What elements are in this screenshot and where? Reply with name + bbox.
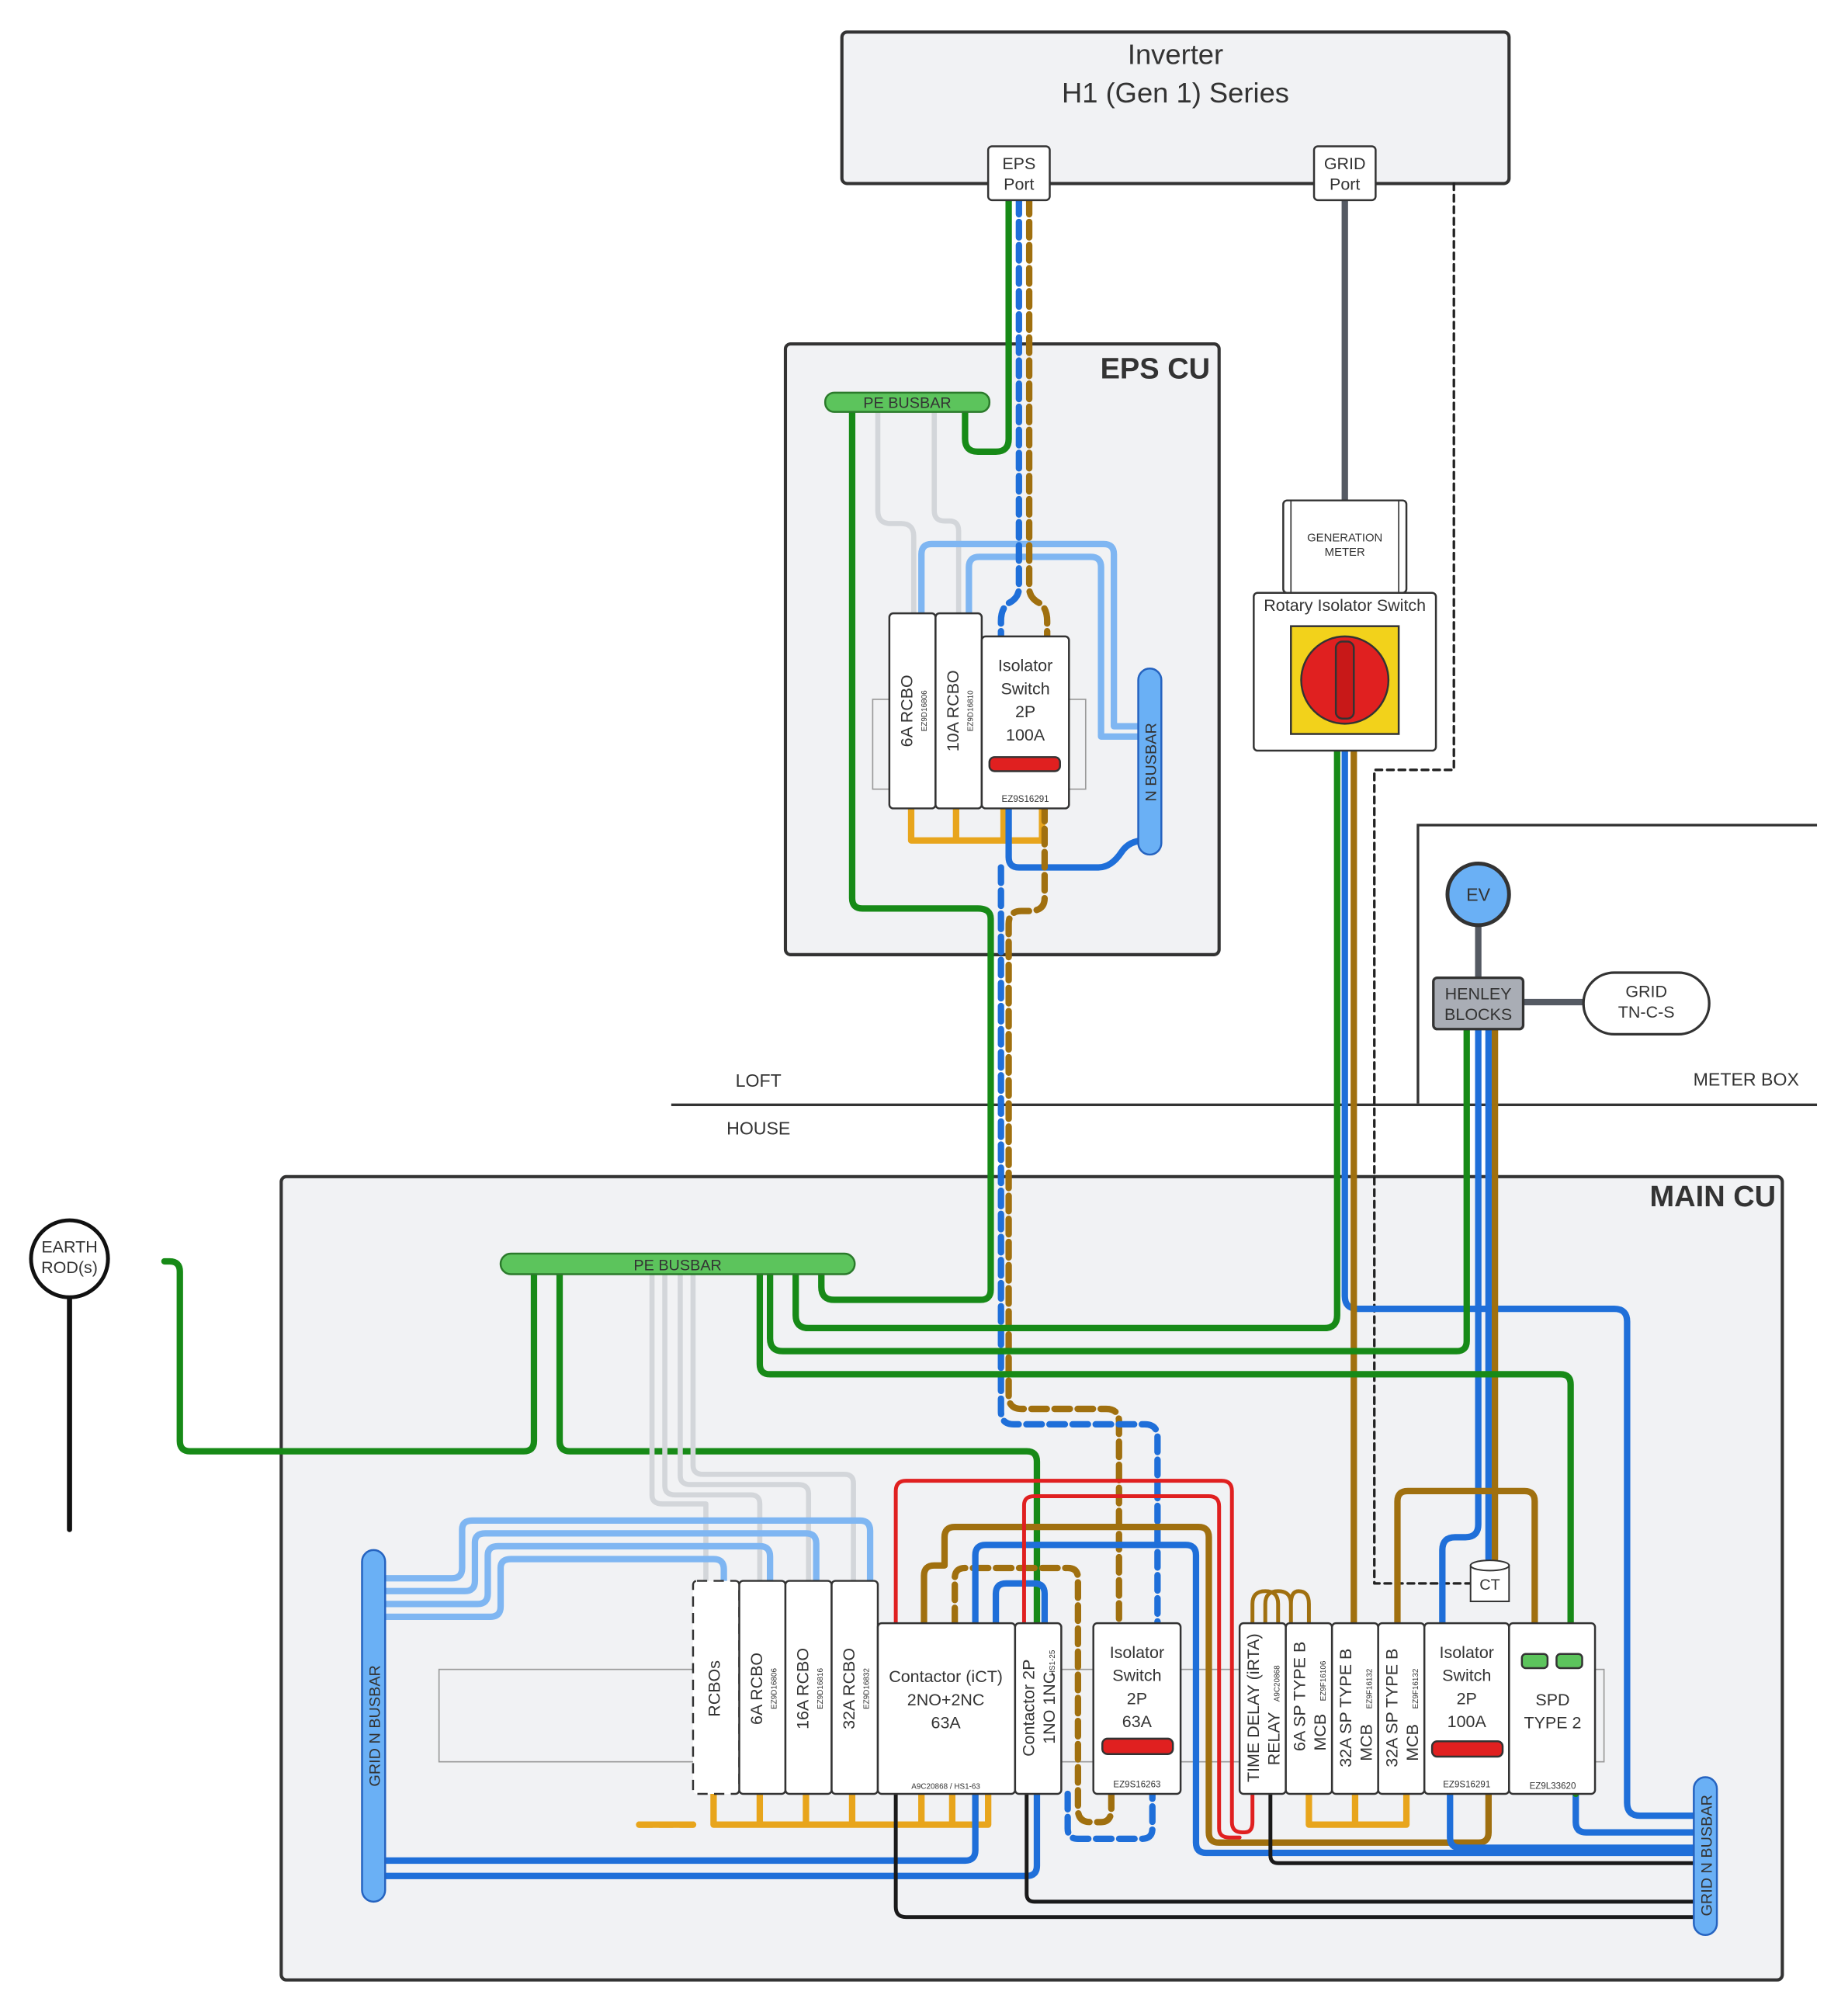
house-label: HOUSE: [726, 1118, 790, 1138]
main-rcbo-16a-part: EZ9D16816: [817, 1668, 825, 1709]
earth-rod-label-1: EARTH: [41, 1237, 97, 1256]
contactor-ict-part: A9C20868 / HS1-63: [911, 1782, 980, 1791]
main-rcbo-32a-part: EZ9D16832: [862, 1668, 871, 1709]
main-rcbo-6a-label: 6A RCBO: [747, 1653, 766, 1725]
grid-port-label-2: Port: [1330, 175, 1360, 194]
grid-n-busbar-left-label: GRID N BUSBAR: [367, 1665, 384, 1786]
main-isolator-63a-toggle: [1101, 1737, 1174, 1755]
spd-line-2: TYPE 2: [1524, 1714, 1582, 1733]
contactor-2p: [1014, 1622, 1063, 1795]
eps-port-label-1: EPS: [1002, 154, 1035, 173]
inverter-subtitle: H1 (Gen 1) Series: [1062, 77, 1289, 109]
eps-rcbo-6a-label: 6A RCBO: [898, 675, 917, 747]
spd-line-1: SPD: [1535, 1691, 1569, 1709]
rotary-isolator-label: Rotary Isolator Switch: [1264, 596, 1426, 615]
main-isolator-100a-part: EZ9S16291: [1443, 1781, 1490, 1790]
henley-label-2: BLOCKS: [1444, 1005, 1512, 1024]
main-isolator-100a-line-4: 100A: [1448, 1712, 1487, 1731]
eps-pe-busbar: [823, 391, 991, 413]
main-cu-title: MAIN CU: [1650, 1181, 1777, 1213]
main-rcbo-16a-label: 16A RCBO: [794, 1648, 813, 1729]
loft-label: LOFT: [736, 1070, 782, 1091]
eps-n-busbar-label: N BUSBAR: [1143, 723, 1160, 801]
eps-isolator-line-1: Isolator: [998, 657, 1052, 675]
rcbos-placeholder: [692, 1580, 740, 1795]
ev-icon: [1445, 862, 1511, 928]
spd-part: EZ9L33620: [1530, 1781, 1576, 1791]
grid-port: [1312, 145, 1377, 202]
rcbos-label: RCBOs: [706, 1660, 724, 1717]
mcb-32a-2-label-2: MCB: [1403, 1724, 1422, 1761]
main-isolator-100a-toggle: [1430, 1740, 1504, 1758]
grid-n-busbar-right-label: GRID N BUSBAR: [1698, 1795, 1715, 1916]
main-pe-busbar-label: PE BUSBAR: [633, 1258, 722, 1275]
grid-port-label-1: GRID: [1324, 154, 1366, 173]
eps-isolator-line-2: Switch: [1000, 679, 1049, 698]
eps-isolator-line-3: 2P: [1015, 702, 1035, 721]
time-delay-relay-part: A9C20868: [1273, 1665, 1281, 1702]
main-rcbo-32a-label: 32A RCBO: [840, 1648, 858, 1729]
contactor-2p-label-2: 1NO 1NC: [1040, 1672, 1059, 1744]
eps-port: [986, 145, 1051, 202]
generation-meter-label-1: GENERATION: [1307, 532, 1382, 545]
earth-rod-label-2: ROD(s): [41, 1258, 98, 1277]
main-isolator-63a-part: EZ9S16263: [1113, 1781, 1160, 1790]
eps-cu-title: EPS CU: [1101, 353, 1211, 386]
main-isolator-63a-line-4: 63A: [1122, 1712, 1153, 1731]
eps-rcbo-6a-part: EZ9D16806: [921, 690, 929, 731]
mcb-32a-1-part: EZ9F16132: [1365, 1668, 1374, 1708]
inverter-title: Inverter: [1128, 39, 1223, 71]
mcb-6a-label-2: MCB: [1311, 1714, 1330, 1751]
eps-n-busbar: [1137, 668, 1163, 856]
eps-isolator-toggle: [988, 756, 1061, 772]
contactor-2p-label: Contactor 2P: [1020, 1660, 1038, 1757]
ct-label: CT: [1479, 1577, 1500, 1594]
spd-indicator-icon: [1520, 1653, 1549, 1670]
grid-supply-label-2: TN-C-S: [1618, 1003, 1675, 1022]
meter-box-outline: [1416, 824, 1818, 1104]
eps-isolator-line-4: 100A: [1006, 726, 1045, 744]
grid-supply-label-1: GRID: [1625, 982, 1667, 1001]
eps-isolator-part: EZ9S16291: [1002, 795, 1049, 804]
grid-supply: [1582, 971, 1711, 1036]
mcb-32a-2-label: 32A SP TYPE B: [1382, 1649, 1401, 1767]
grid-n-busbar-left: [361, 1549, 387, 1903]
main-pe-busbar: [499, 1252, 856, 1275]
mcb-32a-1-label: 32A SP TYPE B: [1337, 1649, 1355, 1767]
main-isolator-63a-line-3: 2P: [1127, 1689, 1147, 1708]
spd-indicator-icon: [1555, 1653, 1583, 1670]
henley-blocks: [1432, 976, 1525, 1031]
mcb-6a-label: 6A SP TYPE B: [1290, 1642, 1309, 1751]
eps-port-label-2: Port: [1004, 175, 1034, 194]
contactor-ict-line-1: Contactor (iCT): [889, 1667, 1003, 1686]
mcb-32a-1-label-2: MCB: [1357, 1724, 1375, 1761]
main-rcbo-6a-part: EZ9D16806: [770, 1668, 778, 1709]
meter-box-label: METER BOX: [1694, 1069, 1799, 1089]
grid-n-busbar-right: [1693, 1776, 1718, 1937]
contactor-ict-line-2: 2NO+2NC: [907, 1691, 985, 1709]
eps-pe-busbar-label: PE BUSBAR: [863, 395, 952, 412]
time-delay-relay-label: TIME DELAY (iRTA): [1244, 1633, 1263, 1782]
main-isolator-100a-line-2: Switch: [1442, 1667, 1491, 1685]
henley-label-1: HENLEY: [1445, 985, 1512, 1004]
wires: [67, 182, 1700, 1920]
eps-rcbo-10a-label: 10A RCBO: [944, 670, 962, 751]
main-isolator-63a-line-1: Isolator: [1110, 1643, 1164, 1662]
mcb-32a-2-part: EZ9F16132: [1412, 1668, 1420, 1708]
mcb-6a-part: EZ9F16106: [1319, 1660, 1328, 1701]
time-delay-relay-label-2: RELAY: [1264, 1712, 1283, 1765]
main-isolator-100a-line-1: Isolator: [1440, 1643, 1494, 1662]
eps-rcbo-10a-part: EZ9D16810: [966, 690, 975, 731]
contactor-ict-line-3: 63A: [931, 1714, 962, 1733]
earth-rod-icon: [29, 1218, 110, 1299]
main-isolator-100a-line-3: 2P: [1457, 1689, 1477, 1708]
generation-meter-label-2: METER: [1325, 546, 1365, 559]
main-isolator-63a-line-2: Switch: [1112, 1667, 1161, 1685]
contactor-2p-part: HS1-25: [1049, 1649, 1057, 1676]
ev-label: EV: [1466, 884, 1490, 904]
ct-icon: [1469, 1559, 1510, 1603]
